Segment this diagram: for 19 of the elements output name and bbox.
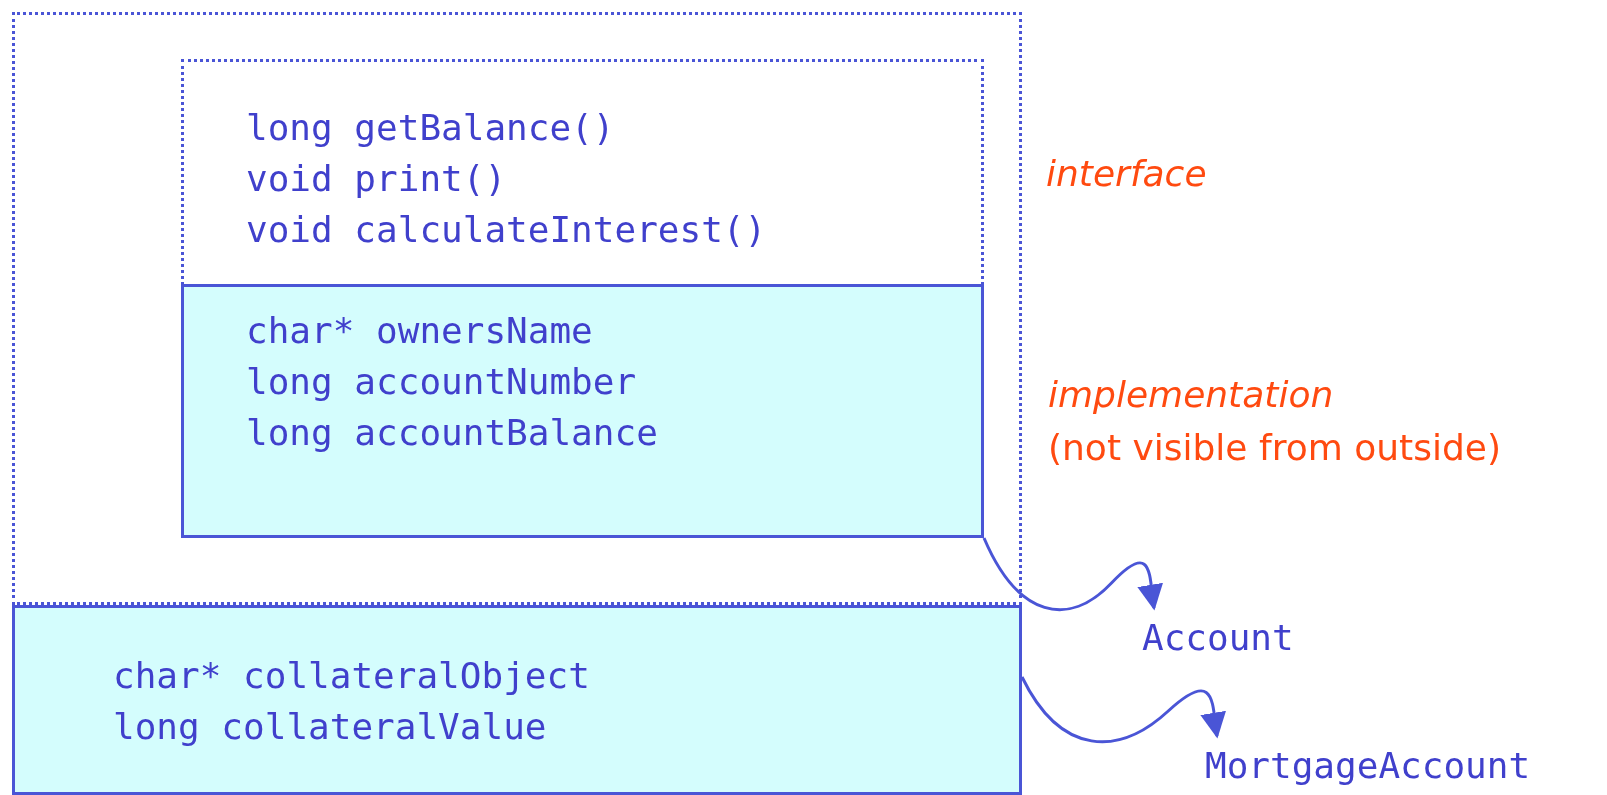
code-text: long collateralValue <box>113 705 547 749</box>
code-text: char* ownersName <box>246 309 593 353</box>
code-text: long accountNumber <box>246 360 637 404</box>
class-name: MortgageAccount <box>1205 740 1531 791</box>
filled-box <box>181 284 984 538</box>
dotted-box <box>181 59 984 538</box>
dotted-box <box>12 12 1022 605</box>
annotation-text: implementation <box>1048 373 1334 417</box>
annotation-text: interface <box>1046 152 1207 196</box>
code-text: char* collateralObject <box>113 654 590 698</box>
annotation-text: (not visible from outside) <box>1048 426 1501 470</box>
code-text: void print() <box>246 157 507 201</box>
filled-box <box>12 605 1022 795</box>
code-text: long accountBalance <box>246 411 658 455</box>
code-text: long getBalance() <box>246 106 615 150</box>
class-name: Account <box>1142 612 1294 663</box>
curved-arrow <box>982 537 1164 611</box>
curved-arrow <box>1020 676 1227 744</box>
code-text: void calculateInterest() <box>246 208 767 252</box>
